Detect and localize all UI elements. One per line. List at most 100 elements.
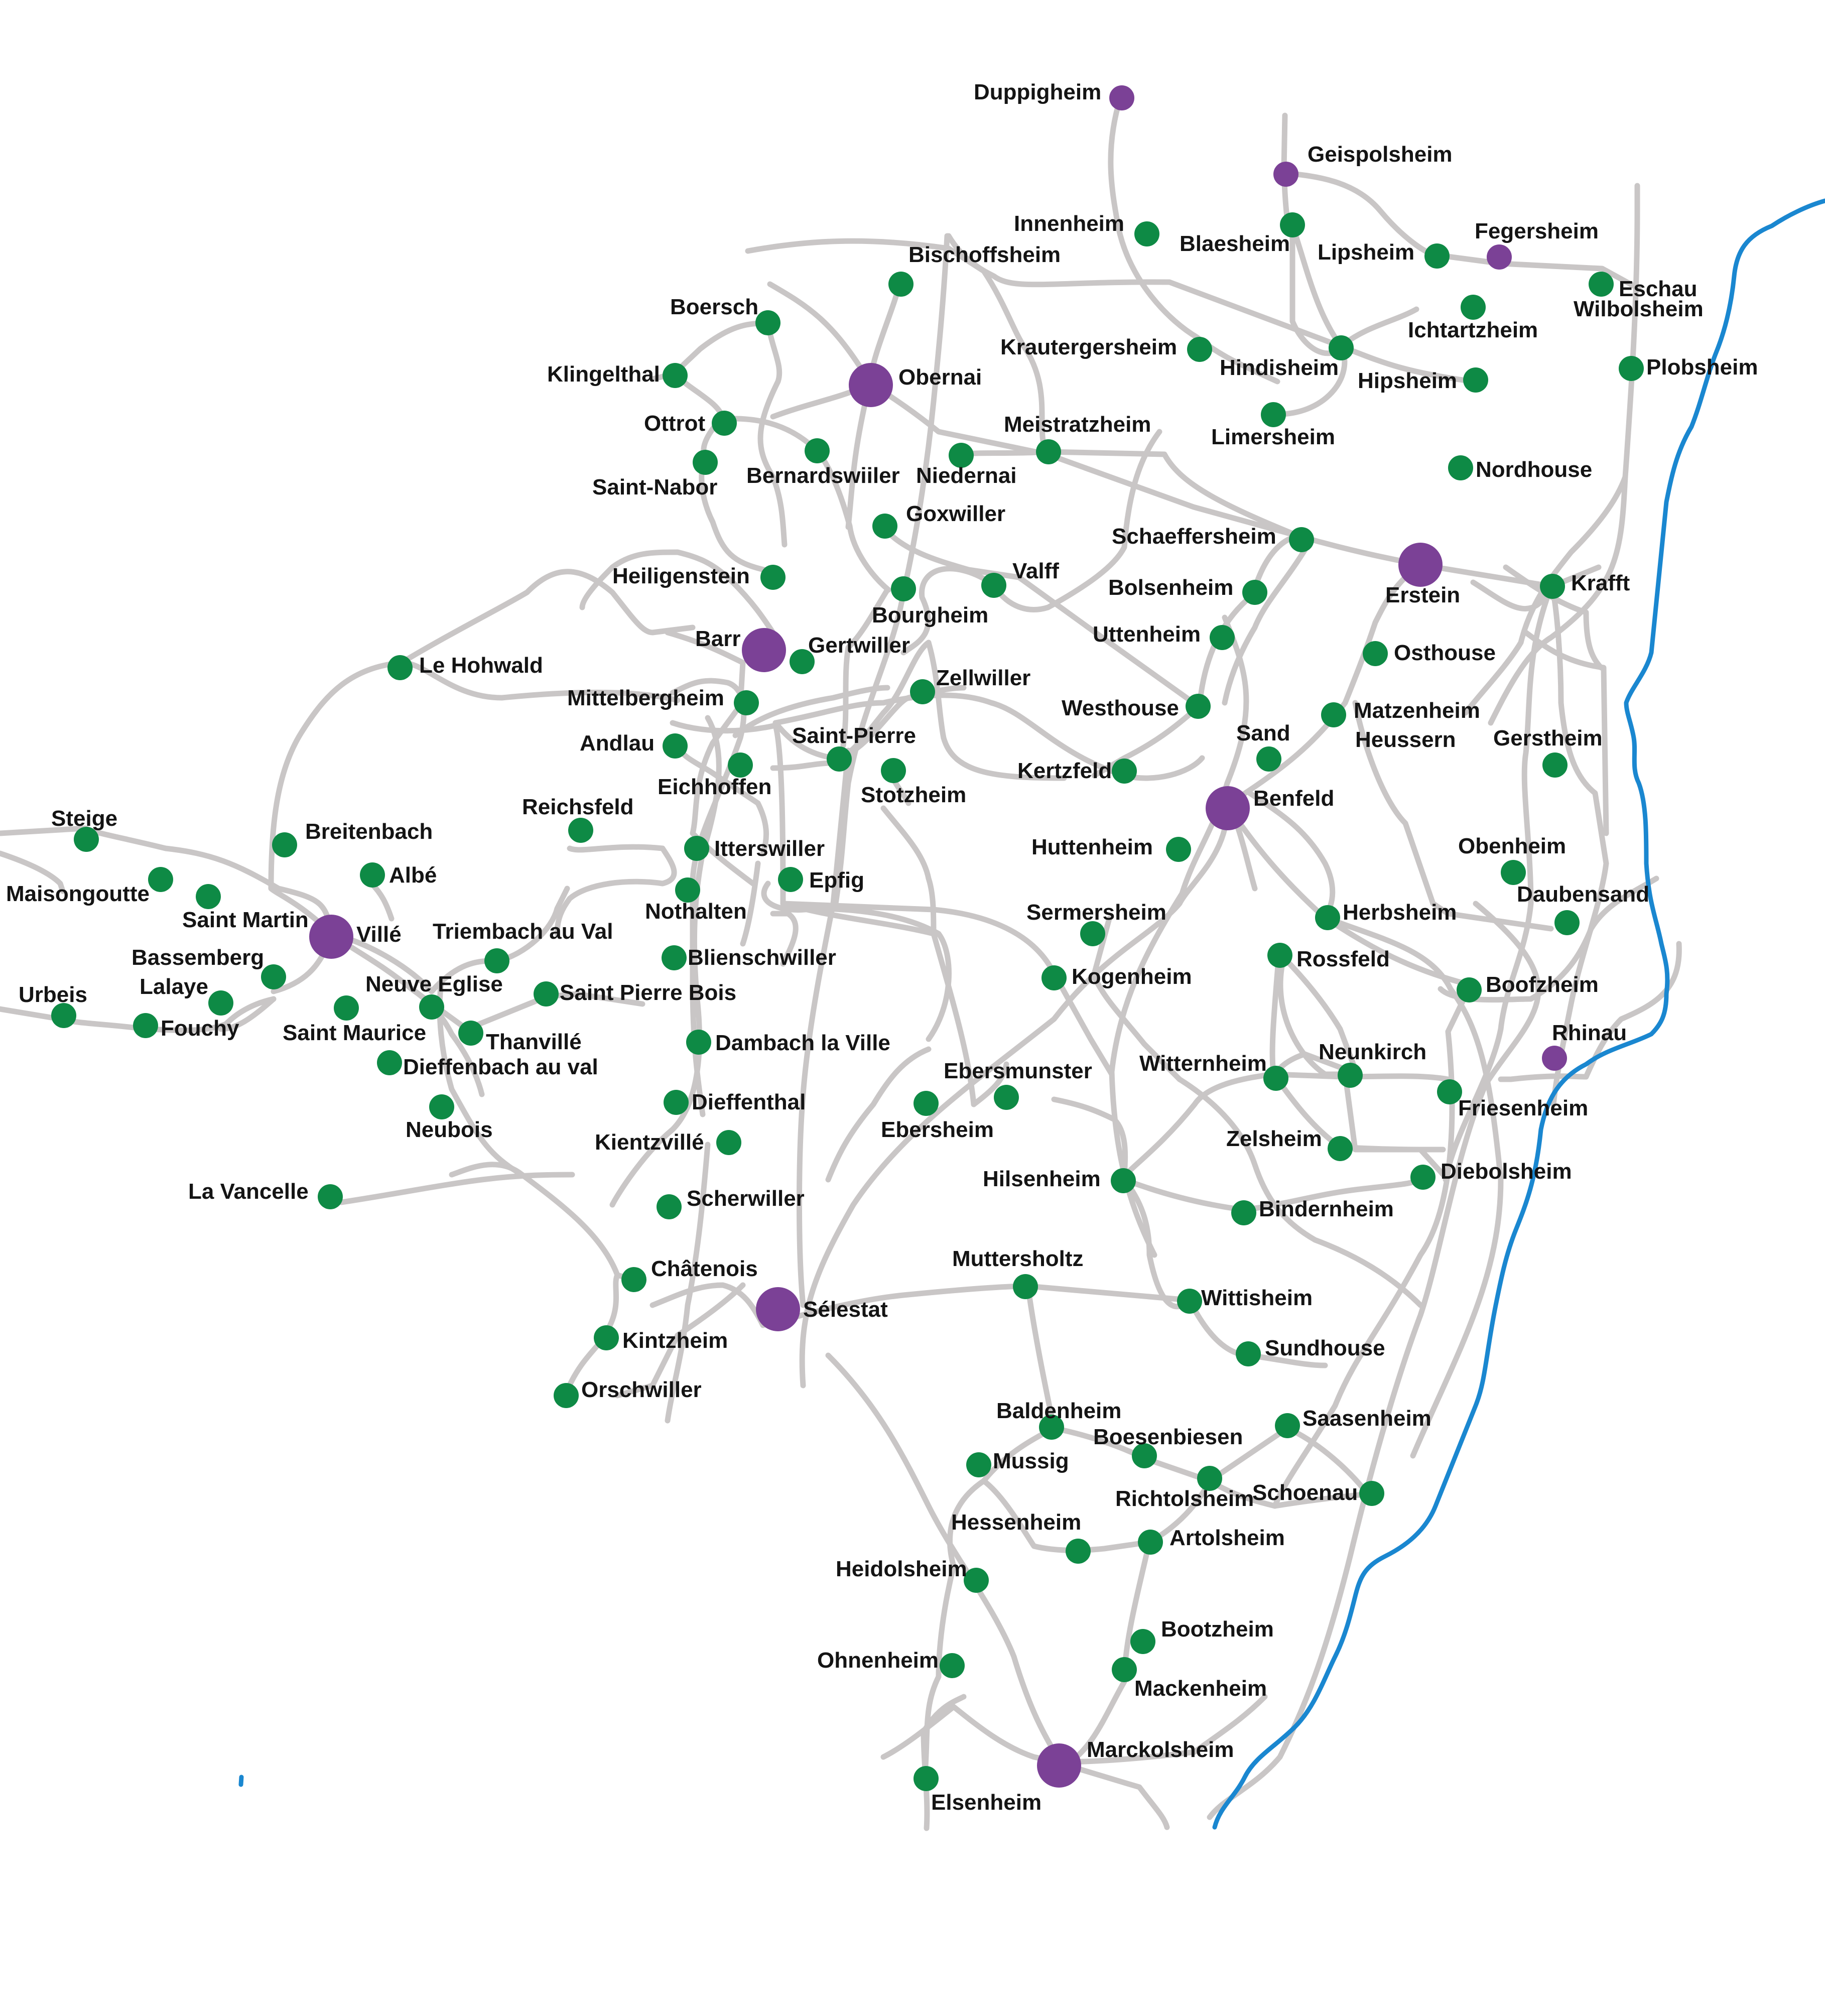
rhine-river	[238, 198, 1825, 1830]
road	[770, 911, 799, 967]
place-marker-niedernai	[949, 443, 974, 468]
place-marker-meistratzheim	[1036, 439, 1061, 464]
road	[554, 844, 677, 937]
place-marker-valff	[981, 573, 1006, 598]
place-marker-boesenbiesen	[1132, 1443, 1157, 1468]
road	[1247, 790, 1336, 920]
place-marker-boersch	[755, 310, 780, 335]
place-marker-kogenheim	[1041, 965, 1067, 990]
place-label-zellwiller: Zellwiller	[936, 666, 1030, 690]
road	[328, 1172, 575, 1205]
place-label-stotzheim: Stotzheim	[861, 783, 966, 807]
place-label-boersch: Boersch	[670, 295, 758, 319]
road	[1277, 951, 1358, 1072]
place-marker-neubois	[429, 1094, 454, 1119]
place-label-witternheim: Witternheim	[1139, 1051, 1267, 1076]
place-marker-bootzheim	[1130, 1629, 1155, 1654]
place-marker-richtolsheim	[1197, 1466, 1222, 1491]
place-marker-dieffenthal	[664, 1090, 689, 1115]
place-label-plobsheim: Plobsheim	[1646, 355, 1758, 380]
road	[437, 976, 620, 1278]
place-label-la-vancelle: La Vancelle	[188, 1179, 309, 1204]
place-label-schoenau: Schoenau	[1252, 1480, 1358, 1505]
road	[614, 1282, 746, 1399]
road	[1470, 579, 1554, 612]
road	[670, 720, 937, 937]
road	[880, 805, 937, 937]
road	[218, 996, 277, 1032]
place-label-bindernheim: Bindernheim	[1259, 1197, 1394, 1221]
place-marker-fegersheim	[1487, 244, 1512, 270]
road	[1091, 973, 1183, 1082]
road	[675, 742, 769, 856]
road	[665, 1142, 711, 1424]
place-marker-scherwiller	[657, 1194, 682, 1219]
place-marker-plobsheim	[1619, 356, 1644, 381]
road	[732, 685, 890, 738]
road	[1549, 583, 1609, 1107]
place-label-eschau: Eschau	[1619, 277, 1698, 301]
road	[1108, 95, 1280, 385]
place-label-geispolsheim: Geispolsheim	[1308, 142, 1453, 167]
road	[770, 640, 932, 771]
place-marker-ottrot	[712, 411, 737, 436]
place-label-ebersmunster: Ebersmunster	[944, 1059, 1092, 1083]
place-marker-dieffenbach-au-val	[377, 1050, 402, 1075]
place-label-meistratzheim: Meistratzheim	[1004, 412, 1151, 437]
place-label-dieffenthal: Dieffenthal	[692, 1090, 806, 1114]
place-label-itterswiller: Itterswiller	[714, 836, 825, 861]
road	[1056, 1694, 1268, 1765]
place-marker-dambach-la-ville	[686, 1030, 711, 1055]
place-marker-le-hohwald	[387, 655, 413, 680]
place-label-krautergersheim: Krautergersheim	[1000, 335, 1177, 359]
place-label-kientzville: Kientzvillé	[595, 1130, 704, 1155]
place-marker-barr	[742, 628, 786, 672]
place-marker-kintzheim	[594, 1325, 619, 1350]
place-marker-hipsheim	[1463, 367, 1488, 393]
place-marker-la-vancelle	[318, 1184, 343, 1209]
place-marker-nordhouse	[1448, 455, 1473, 480]
place-label-epfig: Epfig	[809, 868, 864, 893]
place-label-urbeis: Urbeis	[19, 982, 87, 1007]
place-marker-rhinau	[1542, 1046, 1567, 1071]
place-marker-saint-martin	[196, 884, 221, 909]
place-label-friesenheim: Friesenheim	[1458, 1096, 1588, 1120]
place-label-steige: Steige	[51, 806, 117, 831]
road	[840, 587, 890, 748]
place-label-saint-pierre-bois: Saint Pierre Bois	[560, 980, 736, 1005]
place-marker-bourgheim	[891, 576, 916, 601]
place-marker-mussig	[966, 1452, 991, 1477]
road	[745, 238, 1051, 457]
place-label-mussig: Mussig	[993, 1449, 1069, 1473]
place-marker-andlau	[663, 733, 688, 759]
road	[971, 1061, 1009, 1107]
place-marker-maisongoutte	[148, 867, 173, 892]
place-label-obernai: Obernai	[898, 365, 982, 390]
road	[767, 281, 1602, 589]
place-label-mittelbergheim: Mittelbergheim	[567, 686, 724, 710]
place-label-heidolsheim: Heidolsheim	[836, 1557, 967, 1581]
road	[926, 640, 1067, 781]
road	[958, 449, 1302, 539]
place-label-muttersholtz: Muttersholtz	[952, 1246, 1084, 1271]
place-label-selestat: Sélestat	[803, 1297, 888, 1322]
river	[1212, 198, 1825, 1830]
place-label-blienschwiller: Blienschwiller	[688, 945, 836, 970]
road	[991, 429, 1162, 612]
place-label-orschwiller: Orschwiller	[581, 1377, 702, 1402]
place-marker-itterswiller	[684, 836, 709, 861]
place-marker-ebersheim	[914, 1091, 939, 1116]
place-marker-blaesheim	[1280, 212, 1305, 237]
place-label-le-hohwald: Le Hohwald	[419, 653, 543, 678]
place-label-goxwiller: Goxwiller	[906, 501, 1005, 526]
road	[1207, 1478, 1378, 1509]
place-marker-baldenheim	[1039, 1415, 1064, 1440]
place-marker-huttenheim	[1166, 837, 1191, 862]
place-marker-epfig	[778, 867, 803, 892]
place-marker-benfeld	[1206, 786, 1250, 830]
place-label-ichtartzheim: Ichtartzheim	[1408, 318, 1538, 342]
road	[1051, 1096, 1128, 1183]
place-label-chatenois: Châtenois	[651, 1256, 758, 1281]
place-label-heiligenstein: Heiligenstein	[612, 564, 750, 588]
